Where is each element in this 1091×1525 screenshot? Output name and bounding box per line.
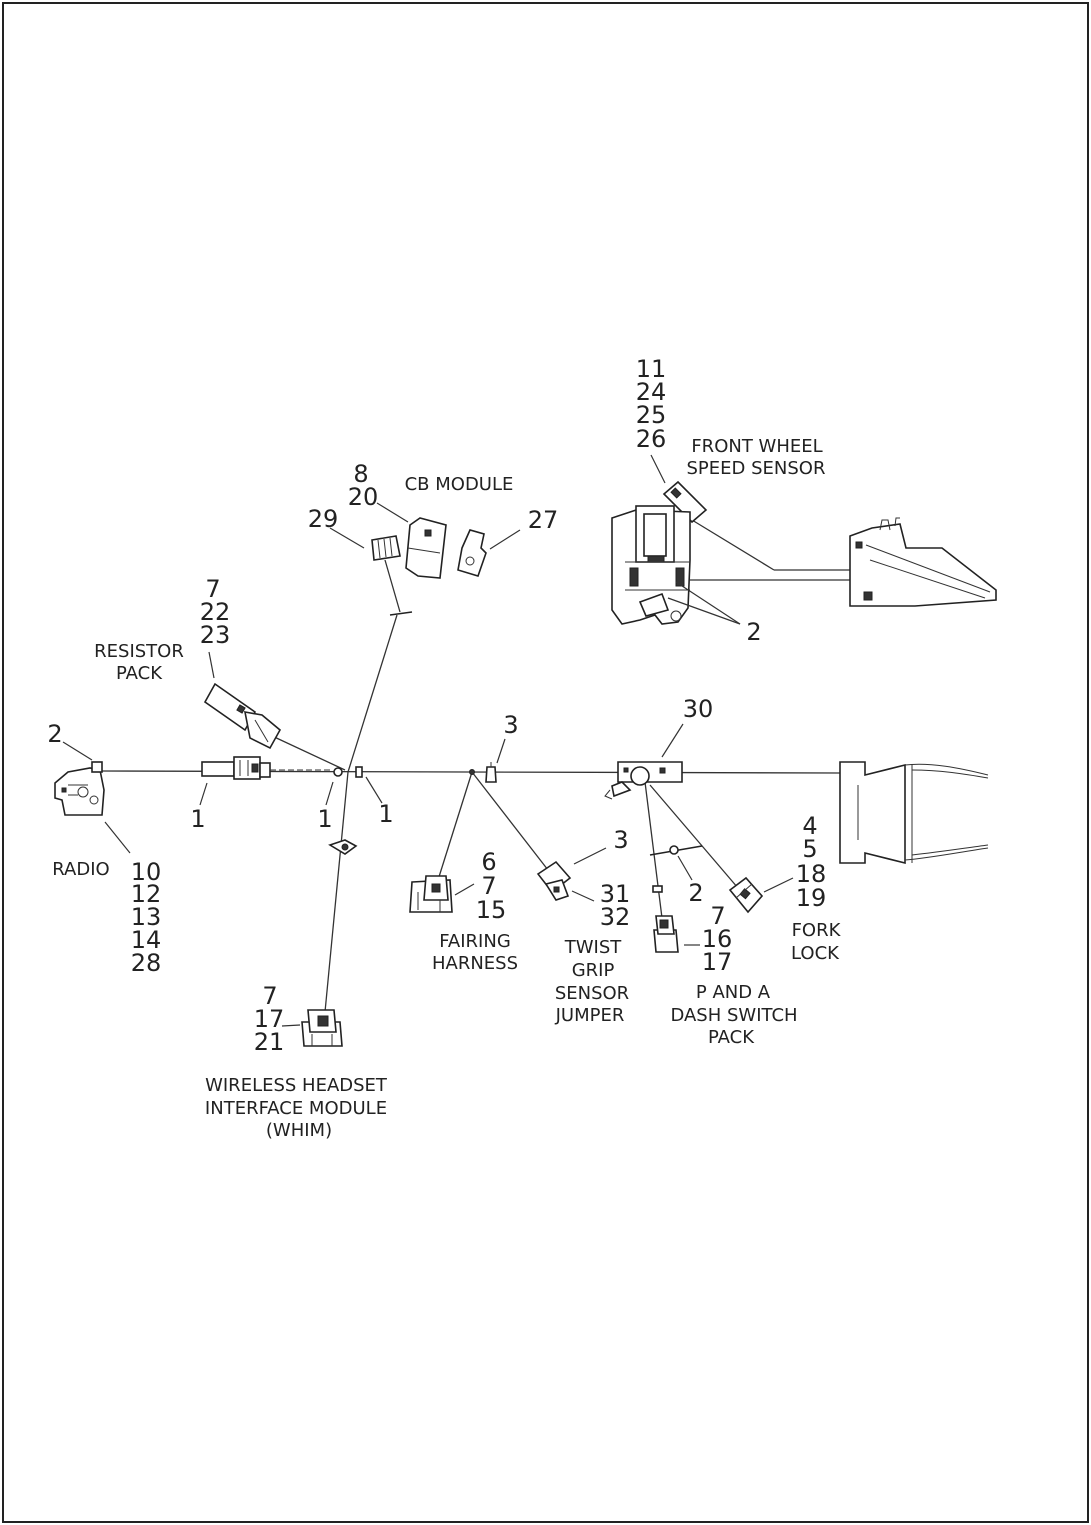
label-line: HARNESS — [432, 953, 518, 974]
callout-num: 19 — [796, 884, 827, 912]
callout-num: 6 — [481, 848, 496, 876]
label-line: WIRELESS HEADSET — [205, 1075, 388, 1096]
callout-cb-module: 8 20 29 27 — [308, 460, 559, 534]
label-radio: RADIO — [52, 859, 109, 880]
callout-num: 18 — [796, 860, 827, 888]
harness-clips — [328, 762, 497, 855]
callout-num: 4 — [802, 812, 817, 840]
callout-whim: 7 17 21 — [254, 982, 285, 1056]
callout-num: 14 — [131, 926, 162, 954]
callout-num: 17 — [702, 948, 733, 976]
callout-num: 3 — [503, 711, 518, 739]
callout-num: 1 — [190, 805, 205, 833]
front-wheel-speed-sensor — [611, 480, 997, 625]
callout-num: 7 — [262, 982, 277, 1010]
callout-num: 26 — [636, 425, 667, 453]
callout-num: 2 — [47, 720, 62, 748]
radio-connector — [54, 761, 105, 816]
callout-num: 11 — [636, 355, 667, 383]
callout-num: 15 — [476, 896, 507, 924]
callout-num: 1 — [317, 805, 332, 833]
label-line: JUMPER — [555, 1005, 625, 1026]
cb-module — [371, 517, 487, 616]
label-line: DASH SWITCH — [670, 1005, 797, 1026]
dash-switch-connector — [653, 915, 679, 953]
harness-bracket — [604, 761, 683, 800]
twist-grip-connector — [536, 860, 572, 901]
label-line: FORK — [792, 920, 842, 941]
callout-num: 8 — [353, 460, 368, 488]
callout-num: 25 — [636, 401, 667, 429]
callout-num: 23 — [200, 621, 231, 649]
resistor-pack — [203, 682, 282, 750]
callout-num: 7 — [481, 872, 496, 900]
label-line: GRIP — [572, 960, 615, 981]
callout-num: 31 — [600, 880, 631, 908]
callout-num: 32 — [600, 903, 631, 931]
label-fork-lock: FORK LOCK — [791, 920, 842, 964]
callout-num: 10 — [131, 858, 162, 886]
callout-num: 13 — [131, 903, 162, 931]
label-line: RESISTOR — [94, 641, 184, 662]
callout-num: 17 — [254, 1005, 285, 1033]
callout-fork-lock: 4 5 18 19 — [796, 812, 827, 912]
callout-num: 5 — [802, 835, 817, 863]
label-line: (WHIM) — [266, 1120, 332, 1141]
inline-connector — [201, 756, 330, 780]
callout-num: 1 — [378, 800, 393, 828]
callout-num: 3 — [613, 826, 628, 854]
label-cb-module: CB MODULE — [405, 474, 514, 495]
callout-num: 28 — [131, 949, 162, 977]
label-p-and-a-dash-switch-pack: P AND A DASH SWITCH PACK — [670, 982, 797, 1048]
label-fairing-harness: FAIRING HARNESS — [432, 931, 518, 974]
callout-fairing-harness: 6 7 15 — [476, 848, 507, 924]
fairing-harness-connector — [409, 875, 453, 913]
callout-clips: 1 1 1 3 30 2 3 2 — [190, 618, 761, 907]
callout-dash-switch: 7 16 17 — [702, 902, 733, 976]
label-line: FRONT WHEEL — [691, 436, 822, 457]
leader-lines — [62, 454, 794, 1027]
callout-num: 12 — [131, 880, 162, 908]
callout-num: 20 — [348, 483, 379, 511]
callout-num: 7 — [205, 575, 220, 603]
label-line: LOCK — [791, 943, 840, 964]
label-resistor-pack: RESISTOR PACK — [94, 641, 184, 684]
callout-num: 22 — [200, 598, 231, 626]
callout-num: 30 — [683, 695, 714, 723]
callout-num: 21 — [254, 1028, 285, 1056]
callout-front-wheel-sensor: 11 24 25 26 — [636, 355, 667, 453]
callout-num: 29 — [308, 505, 339, 533]
label-line: INTERFACE MODULE — [205, 1098, 387, 1119]
callout-twist-grip: 31 32 — [600, 880, 631, 931]
callout-num: 7 — [710, 902, 725, 930]
label-line: SPEED SENSOR — [687, 458, 826, 479]
callout-resistor-pack: 7 22 23 — [200, 575, 231, 649]
label-front-wheel-speed-sensor: FRONT WHEEL SPEED SENSOR — [687, 436, 826, 479]
fork-bracket — [839, 761, 989, 865]
label-line: PACK — [116, 663, 163, 684]
callout-num: 27 — [528, 506, 559, 534]
callout-radio: 2 10 12 13 14 28 — [47, 720, 161, 977]
label-whim: WIRELESS HEADSET INTERFACE MODULE (WHIM) — [205, 1075, 388, 1141]
whim-connector — [301, 1009, 343, 1047]
callout-num: 24 — [636, 378, 667, 406]
label-line: SENSOR — [555, 983, 629, 1004]
callout-num: 2 — [688, 879, 703, 907]
fork-lock-connector — [728, 876, 764, 914]
label-line: FAIRING — [439, 931, 511, 952]
callout-num: 16 — [702, 925, 733, 953]
label-line: P AND A — [696, 982, 771, 1003]
label-twist-grip-sensor-jumper: TWIST GRIP SENSOR JUMPER — [555, 937, 630, 1026]
callout-num: 2 — [746, 618, 761, 646]
label-line: TWIST — [564, 937, 623, 958]
label-line: PACK — [708, 1027, 755, 1048]
cable-strap — [649, 845, 703, 893]
